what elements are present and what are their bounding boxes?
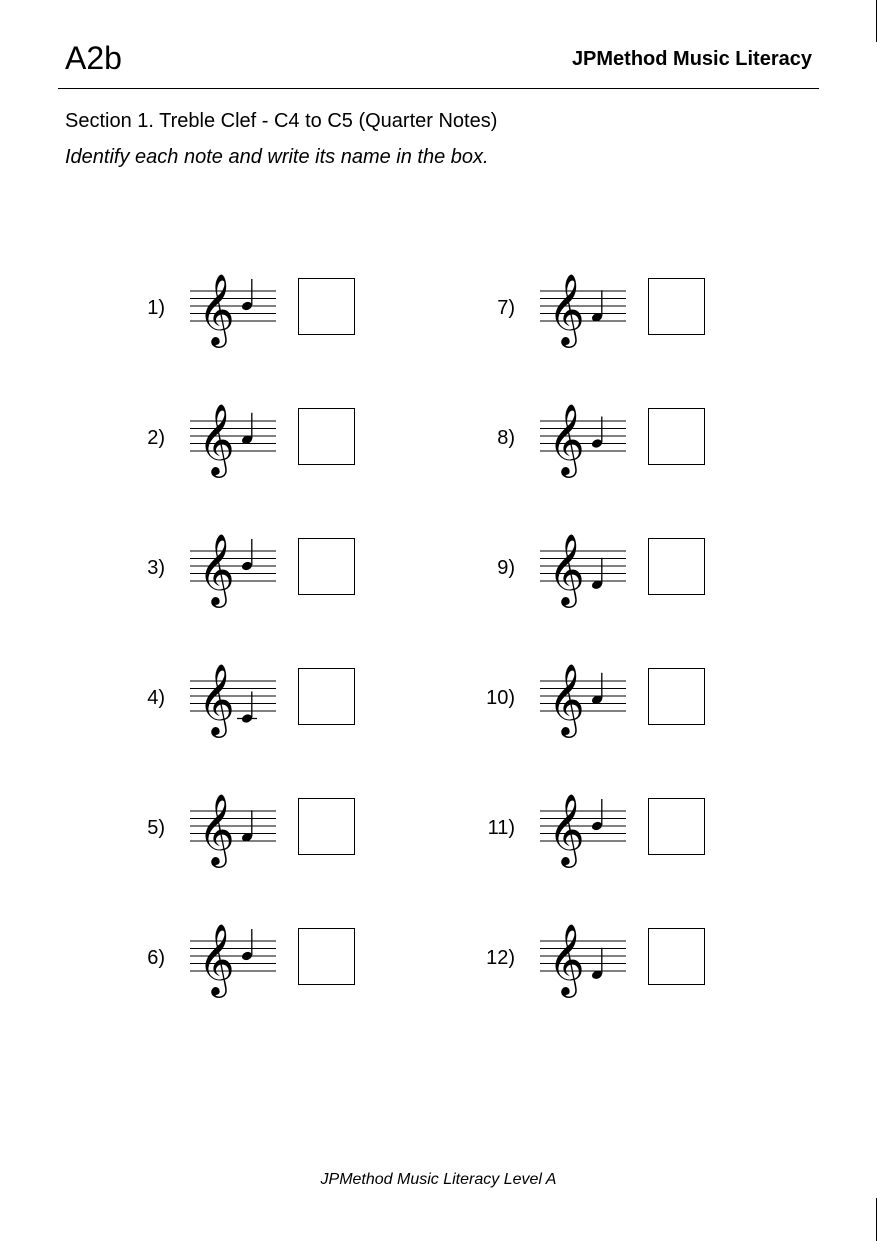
staff-with-note: 𝄞 bbox=[190, 662, 276, 738]
staff-with-note: 𝄞 bbox=[540, 272, 626, 348]
treble-clef-icon: 𝄞 bbox=[198, 402, 235, 478]
exercise-number: 12) bbox=[486, 947, 515, 969]
staff-with-note: 𝄞 bbox=[540, 662, 626, 738]
answer-box[interactable] bbox=[298, 928, 355, 985]
answer-box[interactable] bbox=[648, 928, 705, 985]
answer-box[interactable] bbox=[648, 668, 705, 725]
treble-clef-icon: 𝄞 bbox=[548, 272, 585, 348]
exercise-item: 6) 𝄞 bbox=[85, 922, 355, 998]
exercise-item: 7) 𝄞 bbox=[435, 272, 705, 348]
treble-clef-icon: 𝄞 bbox=[198, 662, 235, 738]
answer-box[interactable] bbox=[298, 668, 355, 725]
answer-box[interactable] bbox=[648, 408, 705, 465]
exercise-number: 6) bbox=[147, 947, 165, 969]
note-head bbox=[591, 821, 603, 831]
header-divider bbox=[58, 88, 819, 89]
quarter-note-icon bbox=[591, 799, 603, 831]
note-head bbox=[241, 435, 253, 444]
treble-clef-icon: 𝄞 bbox=[548, 532, 585, 608]
note-head bbox=[241, 301, 253, 311]
quarter-note-icon bbox=[591, 947, 603, 979]
quarter-note-icon bbox=[241, 279, 253, 311]
note-head bbox=[241, 561, 253, 571]
exercise-number: 11) bbox=[487, 817, 515, 839]
exercise-number: 3) bbox=[147, 557, 165, 579]
exercise-item: 9) 𝄞 bbox=[435, 532, 705, 608]
exercise-number: 9) bbox=[497, 557, 515, 579]
exercise-item: 5) 𝄞 bbox=[85, 792, 355, 868]
quarter-note-icon bbox=[237, 691, 257, 723]
answer-box[interactable] bbox=[298, 798, 355, 855]
exercise-number: 1) bbox=[147, 297, 165, 319]
quarter-note-icon bbox=[591, 557, 603, 589]
treble-clef-icon: 𝄞 bbox=[198, 532, 235, 608]
answer-box[interactable] bbox=[298, 278, 355, 335]
page-footer: JPMethod Music Literacy Level A bbox=[320, 1171, 557, 1188]
exercise-item: 1) 𝄞 bbox=[85, 272, 355, 348]
staff-with-note: 𝄞 bbox=[190, 532, 276, 608]
note-head bbox=[241, 714, 253, 723]
treble-clef-icon: 𝄞 bbox=[198, 272, 235, 348]
exercise-number: 2) bbox=[147, 427, 165, 449]
quarter-note-icon bbox=[591, 290, 603, 322]
note-head bbox=[591, 313, 603, 322]
note-head bbox=[241, 951, 253, 961]
treble-clef-icon: 𝄞 bbox=[198, 792, 235, 868]
exercise-item: 2) 𝄞 bbox=[85, 402, 355, 478]
note-head bbox=[591, 695, 603, 704]
staff-with-note: 𝄞 bbox=[540, 402, 626, 478]
exercise-item: 12) 𝄞 bbox=[435, 922, 705, 998]
answer-box[interactable] bbox=[298, 408, 355, 465]
section-title: Section 1. Treble Clef - C4 to C5 (Quart… bbox=[65, 110, 498, 132]
exercise-number: 7) bbox=[497, 297, 515, 319]
exercise-item: 10) 𝄞 bbox=[435, 662, 705, 738]
staff-with-note: 𝄞 bbox=[190, 922, 276, 998]
staff-with-note: 𝄞 bbox=[540, 532, 626, 608]
note-head bbox=[591, 439, 603, 448]
treble-clef-icon: 𝄞 bbox=[548, 662, 585, 738]
treble-clef-icon: 𝄞 bbox=[548, 792, 585, 868]
staff-with-note: 𝄞 bbox=[190, 402, 276, 478]
brand-title: JPMethod Music Literacy bbox=[571, 48, 812, 70]
staff-with-note: 𝄞 bbox=[540, 792, 626, 868]
exercise-number: 5) bbox=[147, 817, 165, 839]
note-head bbox=[591, 580, 603, 589]
exercise-item: 3) 𝄞 bbox=[85, 532, 355, 608]
exercise-number: 4) bbox=[147, 687, 165, 709]
quarter-note-icon bbox=[241, 929, 253, 961]
exercise-number: 10) bbox=[486, 687, 515, 709]
exercise-number: 8) bbox=[497, 427, 515, 449]
staff-with-note: 𝄞 bbox=[190, 272, 276, 348]
worksheet-code: A2b bbox=[65, 40, 122, 76]
quarter-note-icon bbox=[241, 810, 253, 842]
answer-box[interactable] bbox=[648, 798, 705, 855]
instruction-text: Identify each note and write its name in… bbox=[65, 146, 489, 168]
staff-with-note: 𝄞 bbox=[190, 792, 276, 868]
quarter-note-icon bbox=[591, 416, 603, 448]
quarter-note-icon bbox=[241, 412, 253, 444]
exercise-item: 8) 𝄞 bbox=[435, 402, 705, 478]
staff-with-note: 𝄞 bbox=[540, 922, 626, 998]
treble-clef-icon: 𝄞 bbox=[548, 922, 585, 998]
exercise-item: 11) 𝄞 bbox=[435, 792, 705, 868]
answer-box[interactable] bbox=[298, 538, 355, 595]
note-head bbox=[241, 833, 253, 842]
quarter-note-icon bbox=[241, 539, 253, 571]
treble-clef-icon: 𝄞 bbox=[198, 922, 235, 998]
treble-clef-icon: 𝄞 bbox=[548, 402, 585, 478]
exercise-item: 4) 𝄞 bbox=[85, 662, 355, 738]
note-head bbox=[591, 970, 603, 979]
quarter-note-icon bbox=[591, 672, 603, 704]
answer-box[interactable] bbox=[648, 278, 705, 335]
answer-box[interactable] bbox=[648, 538, 705, 595]
